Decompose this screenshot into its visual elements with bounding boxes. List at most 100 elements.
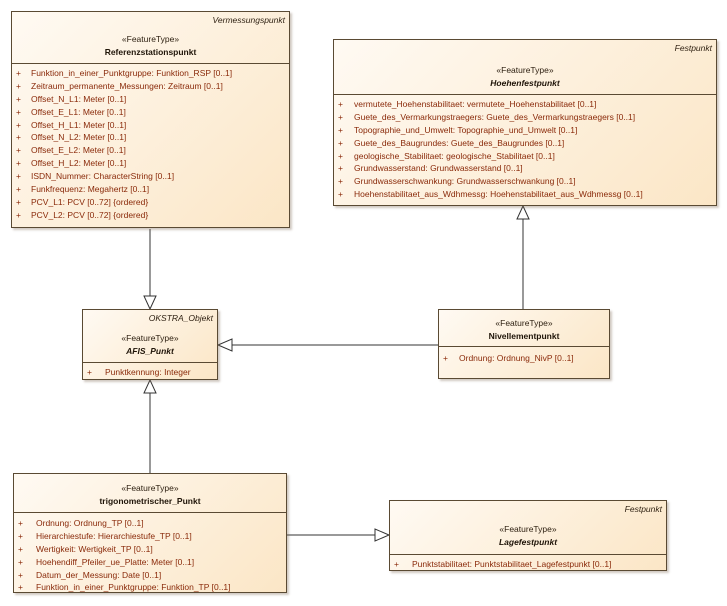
stereotype-label: «FeatureType»: [495, 318, 553, 328]
visibility-marker: +: [18, 530, 23, 541]
visibility-marker: +: [16, 209, 21, 220]
class-header: Festpunkt «FeatureType» Lagefestpunkt: [390, 501, 666, 554]
attribute-text: Hoehendiff_Pfeiler_ue_Platte: Meter [0..…: [36, 556, 195, 567]
stereotype-label: «FeatureType»: [499, 524, 557, 534]
visibility-marker: +: [16, 106, 21, 117]
class-header: «FeatureType» trigonometrischer_Punkt: [14, 474, 286, 512]
attribute[interactable]: +Topographie_und_Umwelt: Topographie_und…: [334, 124, 716, 137]
visibility-marker: +: [16, 80, 21, 91]
attribute[interactable]: + Funktion_in_einer_Punktgruppe: Funktion…: [12, 67, 289, 80]
attribute[interactable]: + Offset_N_L2: Meter [0..1]: [12, 131, 289, 144]
visibility-marker: +: [338, 137, 343, 148]
attribute[interactable]: +vermutete_Hoehenstabilitaet: vermutete_…: [334, 98, 716, 111]
class-name: Hoehenfestpunkt: [490, 77, 560, 88]
visibility-marker: +: [16, 119, 21, 130]
attribute[interactable]: +PCV_L1: PCV [0..72] {ordered}: [12, 196, 289, 209]
attribute[interactable]: +Offset_H_L2: Meter [0..1]: [12, 157, 289, 170]
attribute-text: Funktion_in_einer_Punktgruppe: Funktion_…: [31, 68, 233, 78]
class-referenzstationspunkt[interactable]: Vermessungspunkt «FeatureType» Referenzs…: [11, 11, 290, 228]
attribute-text: Ordnung: Ordnung_TP [0..1]: [36, 518, 144, 528]
attribute[interactable]: +Datum_der_Messung: Date [0..1]: [14, 569, 286, 582]
class-header: Festpunkt «FeatureType» Hoehenfestpunkt: [334, 40, 716, 94]
class-hoehenfestpunkt[interactable]: Festpunkt «FeatureType» Hoehenfestpunkt …: [333, 39, 717, 206]
attribute-text: Zeitraum_permanente_Messungen: Zeitraum …: [31, 80, 223, 91]
attribute[interactable]: +Wertigkeit: Wertigkeit_TP [0..1]: [14, 543, 286, 556]
generalization-nivellementpunkt-hoehenfestpunkt: [516, 204, 530, 309]
attribute[interactable]: +Grundwasserschwankung: Grundwasserschwa…: [334, 175, 716, 188]
visibility-marker: +: [18, 569, 23, 580]
visibility-marker: +: [443, 353, 448, 363]
attribute[interactable]: +Hoehenstabilitaet_aus_Wdhmessg: Hoehens…: [334, 188, 716, 201]
class-header: OKSTRA_Objekt «FeatureType» AFIS_Punkt: [83, 310, 217, 362]
attribute-compartment: + Ordnung: Ordnung_TP [0..1] + Hierarchies…: [14, 512, 286, 597]
class-nivellementpunkt[interactable]: «FeatureType» Nivellementpunkt + Ordnung:…: [438, 309, 610, 379]
attribute-text: ISDN_Nummer: CharacterString [0..1]: [31, 171, 175, 182]
attribute[interactable]: + Guete_des_Baugrundes: Guete_des_Baugrun…: [334, 137, 716, 150]
class-trigonometrischer-punkt[interactable]: «FeatureType» trigonometrischer_Punkt + O…: [13, 473, 287, 593]
attribute[interactable]: + Guete_des_Vermarkungstraegers: Guete_de…: [334, 111, 716, 124]
class-header: Vermessungspunkt «FeatureType» Referenzs…: [12, 12, 289, 63]
attribute[interactable]: +Offset_E_L1: Meter [0..1]: [12, 106, 289, 119]
visibility-marker: +: [18, 543, 23, 554]
attribute[interactable]: + Offset_N_L1: Meter [0..1]: [12, 93, 289, 106]
generalization-trigonometrischer-punkt-lagefestpunkt: [287, 528, 391, 542]
visibility-marker: +: [16, 93, 21, 104]
attribute-text: Guete_des_Baugrundes: Guete_des_Baugrund…: [354, 137, 565, 148]
class-name: Referenzstationspunkt: [104, 46, 197, 57]
attribute-text: Hierarchiestufe: Hierarchiestufe_TP [0..…: [36, 530, 192, 541]
attribute[interactable]: +Funktion_in_einer_Punktgruppe: Funktion…: [14, 581, 286, 594]
attribute-text: Punktstabilitaet: Punktstabilitaet_Lagef…: [412, 559, 612, 569]
attribute-text: Grundwasserschwankung: Grundwasserschwan…: [354, 176, 576, 187]
generalization-trigonometrischer-punkt-afis-punkt: [143, 378, 157, 473]
attribute[interactable]: + Punktstabilitaet: Punktstabilitaet_Lage…: [390, 558, 666, 571]
class-lagefestpunkt[interactable]: Festpunkt «FeatureType» Lagefestpunkt + P…: [389, 500, 667, 571]
attribute-text: Offset_H_L1: Meter [0..1]: [31, 119, 127, 130]
visibility-marker: +: [16, 68, 21, 78]
attribute-text: Guete_des_Vermarkungstraegers: Guete_des…: [354, 111, 636, 122]
attribute-text: geologische_Stabilitaet: geologische_Sta…: [354, 150, 555, 161]
attribute-compartment: + Funktion_in_einer_Punktgruppe: Funktion…: [12, 63, 289, 225]
attribute-text: Offset_H_L2: Meter [0..1]: [31, 158, 127, 169]
attribute[interactable]: + Zeitraum_permanente_Messungen: Zeitraum…: [12, 80, 289, 93]
attribute-text: PCV_L2: PCV [0..72] {ordered}: [31, 209, 149, 220]
visibility-marker: +: [394, 559, 399, 569]
attribute[interactable]: + Offset_H_L1: Meter [0..1]: [12, 119, 289, 132]
attribute[interactable]: + Ordnung: Ordnung_TP [0..1]: [14, 517, 286, 530]
class-name: Nivellementpunkt: [488, 330, 560, 341]
visibility-marker: +: [18, 518, 23, 528]
attribute-text: Topographie_und_Umwelt: Topographie_und_…: [354, 124, 578, 135]
package-label: Vermessungspunkt: [212, 15, 285, 25]
generalization-referenzstationspunkt-afis-punkt: [143, 229, 157, 311]
visibility-marker: +: [338, 111, 343, 122]
generalization-nivellementpunkt-afis-punkt: [216, 338, 438, 352]
attribute-text: Grundwasserstand: Grundwasserstand [0..1…: [354, 163, 523, 174]
attribute[interactable]: + PCV_L2: PCV [0..72] {ordered}: [12, 209, 289, 222]
attribute[interactable]: + Offset_E_L2: Meter [0..1]: [12, 144, 289, 157]
visibility-marker: +: [16, 132, 21, 143]
visibility-marker: +: [16, 196, 21, 207]
attribute[interactable]: + Ordnung: Ordnung_NivP [0..1]: [439, 352, 609, 365]
attribute[interactable]: +ISDN_Nummer: CharacterString [0..1]: [12, 170, 289, 183]
stereotype-label: «FeatureType»: [121, 483, 179, 493]
attribute-compartment: +vermutete_Hoehenstabilitaet: vermutete_…: [334, 94, 716, 204]
attribute[interactable]: + Hierarchiestufe: Hierarchiestufe_TP [0.…: [14, 530, 286, 543]
visibility-marker: +: [18, 582, 23, 593]
attribute-text: Offset_E_L2: Meter [0..1]: [31, 145, 126, 156]
attribute-text: Ordnung: Ordnung_NivP [0..1]: [459, 353, 574, 363]
class-afis-punkt[interactable]: OKSTRA_Objekt «FeatureType» AFIS_Punkt +…: [82, 309, 218, 380]
attribute-text: Offset_N_L1: Meter [0..1]: [31, 93, 127, 104]
class-name: trigonometrischer_Punkt: [99, 495, 201, 506]
attribute[interactable]: +Grundwasserstand: Grundwasserstand [0..…: [334, 162, 716, 175]
visibility-marker: +: [16, 145, 21, 156]
visibility-marker: +: [18, 556, 23, 567]
visibility-marker: +: [16, 184, 21, 195]
attribute[interactable]: + Hoehendiff_Pfeiler_ue_Platte: Meter [0.…: [14, 556, 286, 569]
attribute[interactable]: +Funkfrequenz: Megahertz [0..1]: [12, 183, 289, 196]
attribute[interactable]: +Punktkennung: Integer: [83, 366, 217, 379]
attribute-compartment: + Punktstabilitaet: Punktstabilitaet_Lage…: [390, 554, 666, 574]
attribute-text: Offset_N_L2: Meter [0..1]: [31, 132, 127, 143]
visibility-marker: +: [338, 99, 343, 109]
attribute-text: Hoehenstabilitaet_aus_Wdhmessg: Hoehenst…: [354, 189, 643, 200]
attribute[interactable]: +geologische_Stabilitaet: geologische_St…: [334, 150, 716, 163]
